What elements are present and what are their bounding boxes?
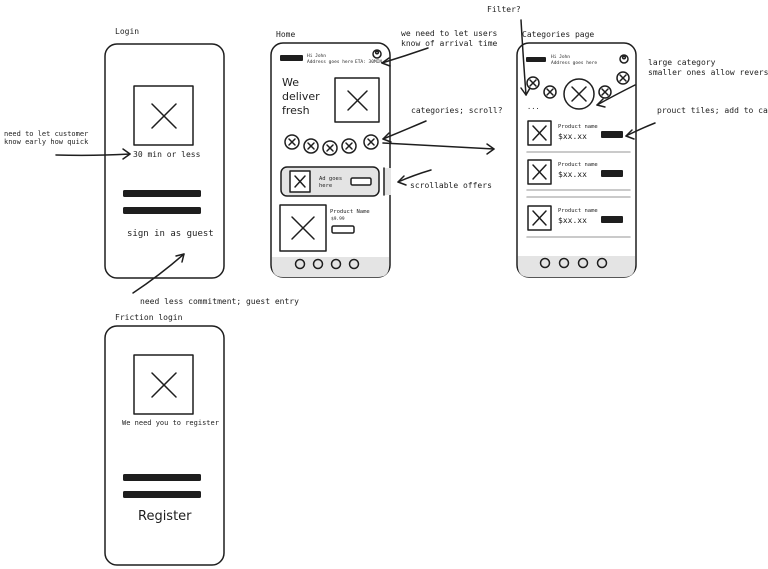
- home-add-button: [331, 225, 355, 234]
- note-guest-entry: need less commitment; guest entry: [140, 297, 299, 306]
- friction-message: We need you to register: [122, 419, 219, 427]
- categories-nav-icons: [539, 257, 608, 269]
- arrow-arrival-time: [381, 47, 429, 67]
- friction-bar-2: [123, 491, 201, 498]
- categories-tile-dividers: [526, 151, 631, 238]
- arrow-filter: [520, 19, 531, 96]
- categories-tile-images: [527, 120, 552, 231]
- home-eta: ETA: 30MIN: [355, 60, 383, 65]
- note-offers: scrollable offers: [410, 181, 492, 190]
- home-hero-line-3: fresh: [282, 104, 310, 117]
- home-hero-image: [334, 77, 380, 123]
- friction-image-placeholder: [133, 354, 194, 415]
- login-image-placeholder: [133, 85, 194, 146]
- categories-address-bar: [526, 57, 546, 62]
- note-tiles: prouct tiles; add to cart: [657, 106, 768, 115]
- arrow-home-to-categories: [382, 142, 495, 155]
- categories-small-category-icons: [526, 71, 630, 99]
- home-product-name: Product Name: [330, 209, 370, 215]
- frame-title-home: Home: [276, 30, 296, 39]
- note-scroll: categories; scroll?: [411, 106, 503, 115]
- categories-large-category-icon: [563, 78, 595, 110]
- home-profile-icon: [372, 49, 382, 59]
- categories-address: Address goes here: [551, 61, 598, 66]
- arrow-scrollable-offers: [397, 169, 432, 186]
- login-bar-1: [123, 190, 201, 197]
- note-filter: Filter?: [487, 5, 521, 14]
- categories-greeting: Hi John: [551, 55, 570, 60]
- categories-tile-3-name: Product name: [558, 208, 598, 214]
- categories-tile-3-price: $xx.xx: [558, 216, 587, 225]
- home-hero-line-1: We: [282, 76, 299, 89]
- note-large-line-1: large category: [648, 58, 716, 67]
- categories-add-button-3: [601, 216, 623, 223]
- categories-tile-2-price: $xx.xx: [558, 170, 587, 179]
- frame-title-categories: Categories page: [522, 30, 595, 39]
- arrow-product-tiles: [625, 122, 656, 140]
- categories-tile-1-name: Product name: [558, 124, 598, 130]
- note-arrival-line-2: know of arrival time: [401, 39, 498, 48]
- friction-register-button[interactable]: Register: [138, 509, 192, 524]
- login-tagline: 30 min or less: [133, 150, 201, 159]
- home-address: Address goes here: [307, 60, 354, 65]
- categories-tile-1-price: $xx.xx: [558, 132, 587, 141]
- home-product-price: $9.99: [331, 217, 345, 222]
- frame-title-friction: Friction login: [115, 313, 183, 322]
- login-guest-button[interactable]: sign in as guest: [127, 229, 214, 239]
- home-product-image: [279, 204, 327, 252]
- home-offer-next-card: [384, 168, 391, 195]
- note-arrival-line-1: we need to let users: [401, 29, 498, 38]
- home-offer-button: [350, 177, 372, 186]
- home-offer-image: [289, 170, 311, 193]
- arrow-guest-entry: [132, 253, 185, 294]
- categories-ellipsis: ...: [527, 103, 540, 111]
- categories-nav-bar: [518, 256, 635, 277]
- home-category-icons: [284, 134, 379, 156]
- home-nav-bar: [272, 257, 389, 277]
- note-early: need to let customer know early how quic…: [4, 130, 89, 147]
- note-large-line-2: smaller ones allow reverse nav: [648, 68, 768, 77]
- home-nav-icons: [294, 258, 360, 270]
- home-greeting: Hi John: [307, 54, 326, 59]
- friction-bar-1: [123, 474, 201, 481]
- login-bar-2: [123, 207, 201, 214]
- home-hero-line-2: deliver: [282, 90, 320, 103]
- categories-profile-icon: [619, 54, 629, 64]
- arrow-early-to-tagline: [55, 148, 131, 160]
- home-address-bar: [280, 55, 303, 61]
- categories-add-button-1: [601, 131, 623, 138]
- home-ad-line-1: Ad goes: [319, 176, 343, 182]
- friction-phone-frame: [104, 325, 225, 566]
- categories-tile-2-name: Product name: [558, 162, 598, 168]
- arrow-categories-scroll: [382, 120, 427, 143]
- home-ad-line-2: here: [319, 183, 333, 189]
- categories-add-button-2: [601, 170, 623, 177]
- login-phone-frame: [104, 43, 225, 279]
- frame-title-login: Login: [115, 27, 140, 36]
- arrow-large-category: [596, 84, 636, 108]
